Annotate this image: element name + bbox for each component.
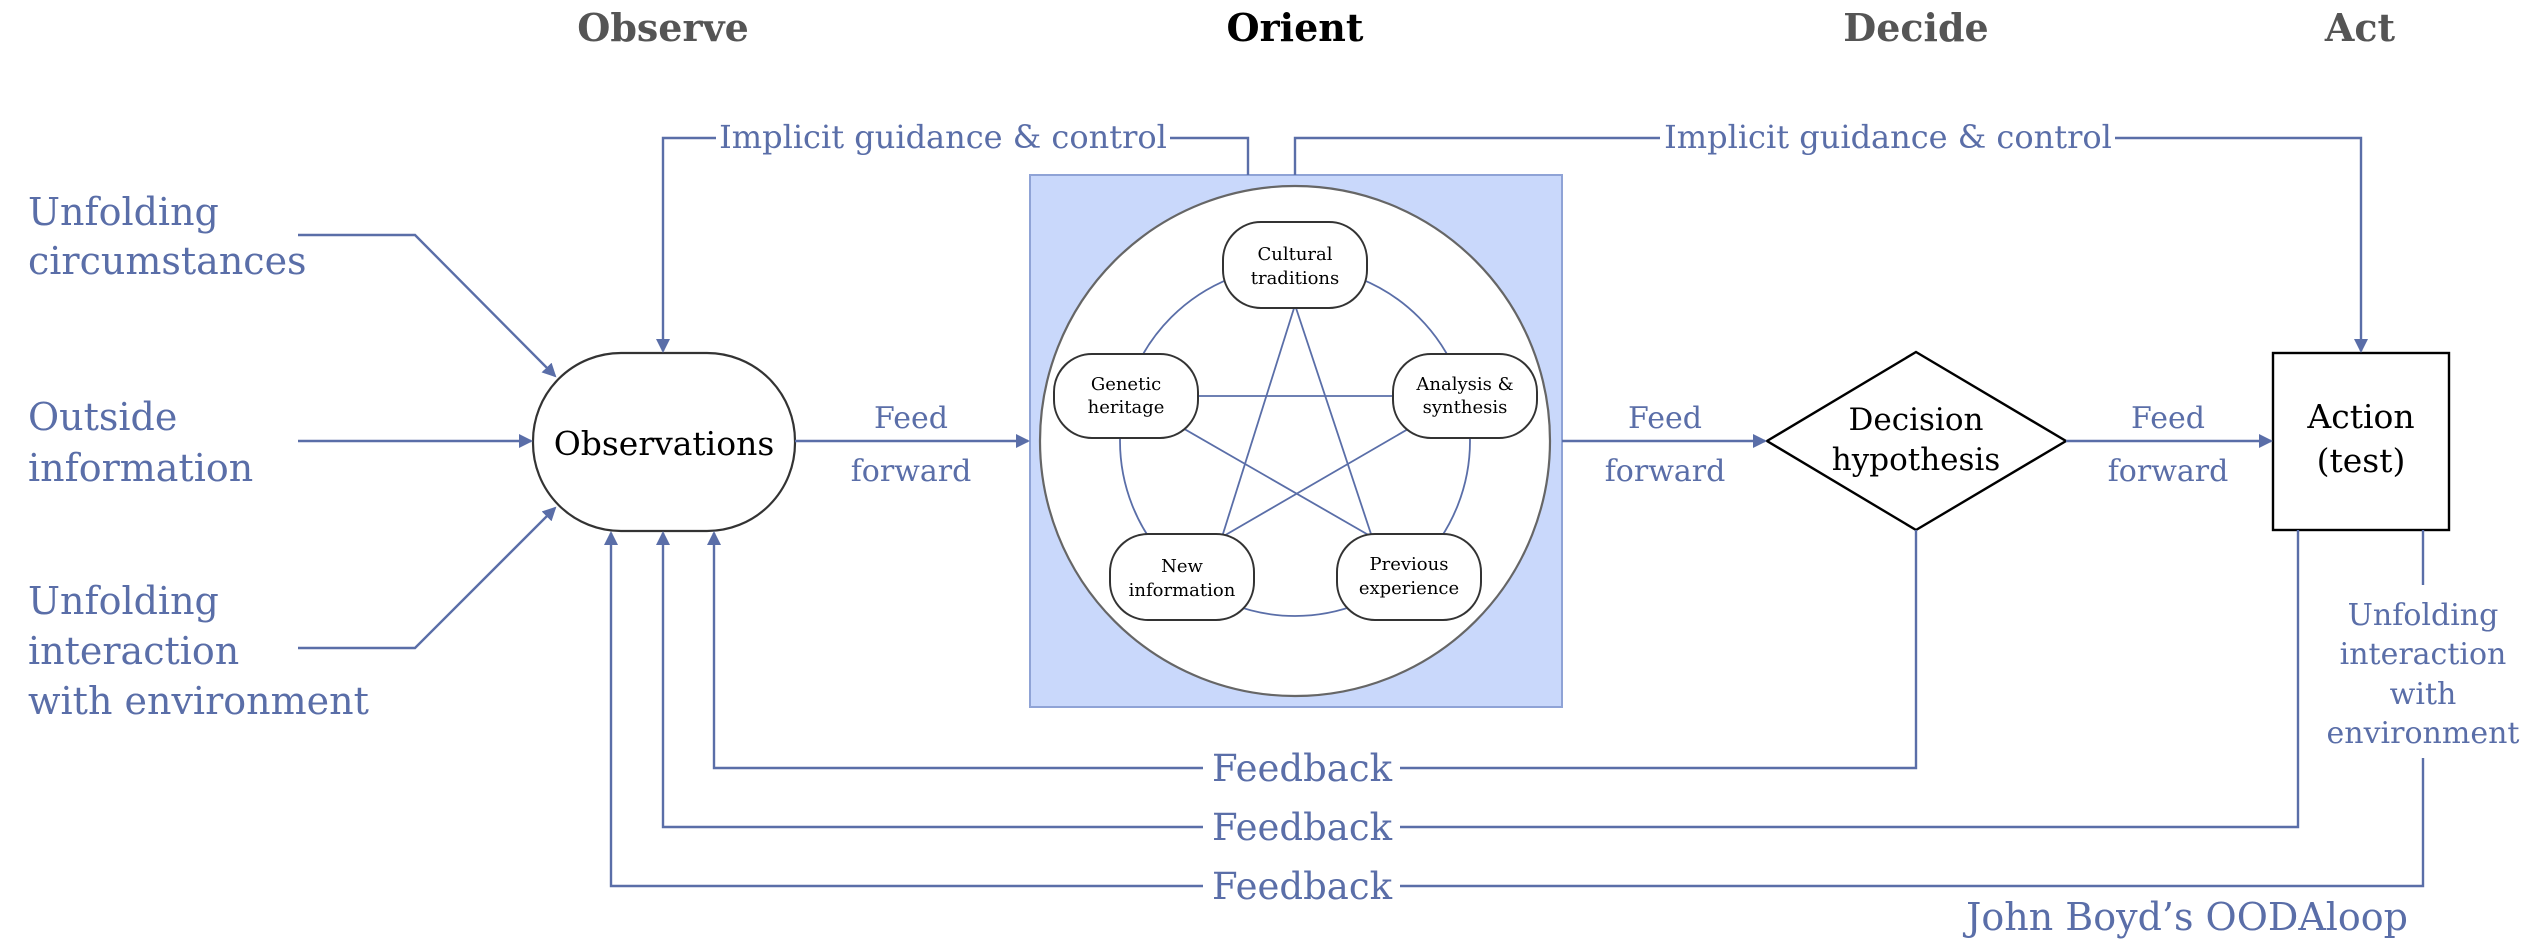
node-analysis-synthesis: Analysis & synthesis: [1392, 353, 1538, 439]
guidance-arrow-observations: [656, 136, 716, 353]
node-label: heritage: [1088, 397, 1165, 418]
node-label: experience: [1359, 578, 1459, 599]
implicit-guidance-left: Implicit guidance & control: [656, 118, 1250, 353]
node-previous-experience: Previous experience: [1336, 533, 1482, 621]
node-label: hypothesis: [1832, 442, 2001, 478]
node-label: (test): [2317, 441, 2406, 480]
node-label: Action: [2306, 397, 2414, 436]
input-label: information: [28, 446, 253, 490]
caption: John Boyd’s OODAloop: [1962, 895, 2408, 939]
input-unfolding-circumstances: Unfolding circumstances: [28, 190, 557, 378]
feed-label: Feed: [2131, 401, 2205, 436]
guidance-label: Implicit guidance & control: [719, 118, 1167, 156]
input-label: Outside: [28, 395, 177, 439]
input-label: interaction: [28, 629, 239, 673]
star-line: [1221, 304, 1296, 538]
star-line: [1294, 304, 1373, 538]
guidance-line: [1170, 136, 1250, 175]
feedback-label: Feedback: [1212, 865, 1393, 908]
node-label: Decision: [1849, 402, 1984, 438]
feed-forward-orient-decide: Feed forward: [1562, 401, 1767, 489]
feedback-from-environment: Feedback: [604, 530, 2425, 908]
interaction-label: environment: [2327, 716, 2520, 751]
feedback-arrow: [656, 531, 1203, 829]
node-observations: Observations: [531, 351, 797, 533]
node-label: synthesis: [1423, 397, 1508, 418]
node-label: Observations: [554, 424, 775, 463]
node-decision-hypothesis: Decision hypothesis: [1764, 350, 2069, 532]
node-label: Analysis &: [1415, 374, 1513, 395]
node-label: Cultural: [1257, 244, 1332, 265]
input-label: Unfolding: [28, 190, 219, 234]
unfolding-interaction-right: Unfolding interaction with environment: [2327, 598, 2520, 751]
feedback-arrow: [707, 531, 1203, 770]
feedback-from-action: Feedback: [656, 530, 2300, 849]
feed-forward-observe-orient: Feed forward: [795, 401, 1030, 489]
feedback-label: Feedback: [1212, 806, 1393, 849]
arrow-interaction-to-observations: [298, 506, 557, 650]
forward-label: forward: [2108, 454, 2229, 489]
guidance-label: Implicit guidance & control: [1664, 118, 2112, 156]
phase-observe: Observe: [577, 5, 749, 50]
implicit-guidance-right: Implicit guidance & control: [1293, 118, 2368, 353]
feedback-line: [1400, 530, 1918, 770]
feedback-label: Feedback: [1212, 747, 1393, 790]
arrow-circumstances-to-observations: [298, 233, 557, 378]
node-label: traditions: [1251, 268, 1340, 289]
node-cultural-traditions: Cultural traditions: [1222, 221, 1368, 309]
forward-label: forward: [851, 454, 972, 489]
node-label: Genetic: [1091, 374, 1161, 395]
feed-label: Feed: [1628, 401, 1702, 436]
feedback-from-decision: Feedback: [707, 530, 1918, 790]
interaction-label: Unfolding: [2348, 598, 2499, 633]
feedback-line: [1400, 758, 2425, 888]
input-label: Unfolding: [28, 579, 219, 623]
feedback-arrow: [604, 531, 1203, 888]
node-genetic-heritage: Genetic heritage: [1053, 353, 1199, 439]
node-label: information: [1129, 580, 1236, 601]
guidance-arrow-action: [2115, 136, 2368, 353]
input-label: with environment: [28, 679, 369, 723]
feedback-line: [1400, 530, 2300, 829]
input-unfolding-interaction: Unfolding interaction with environment: [28, 506, 557, 723]
phase-decide: Decide: [1843, 5, 1988, 50]
guidance-line: [1293, 136, 1660, 175]
node-label: Previous: [1370, 554, 1449, 575]
phase-orient: Orient: [1227, 5, 1364, 50]
interaction-label: with: [2390, 677, 2457, 712]
feed-label: Feed: [874, 401, 948, 436]
node-new-information: New information: [1109, 533, 1255, 621]
input-label: circumstances: [28, 239, 307, 283]
phase-act: Act: [2324, 5, 2396, 50]
forward-label: forward: [1605, 454, 1726, 489]
node-action: Action (test): [2271, 351, 2451, 532]
input-outside-information: Outside information: [28, 395, 533, 490]
feed-forward-decide-act: Feed forward: [2066, 401, 2273, 489]
interaction-label: interaction: [2340, 637, 2507, 672]
node-label: New: [1161, 556, 1203, 577]
